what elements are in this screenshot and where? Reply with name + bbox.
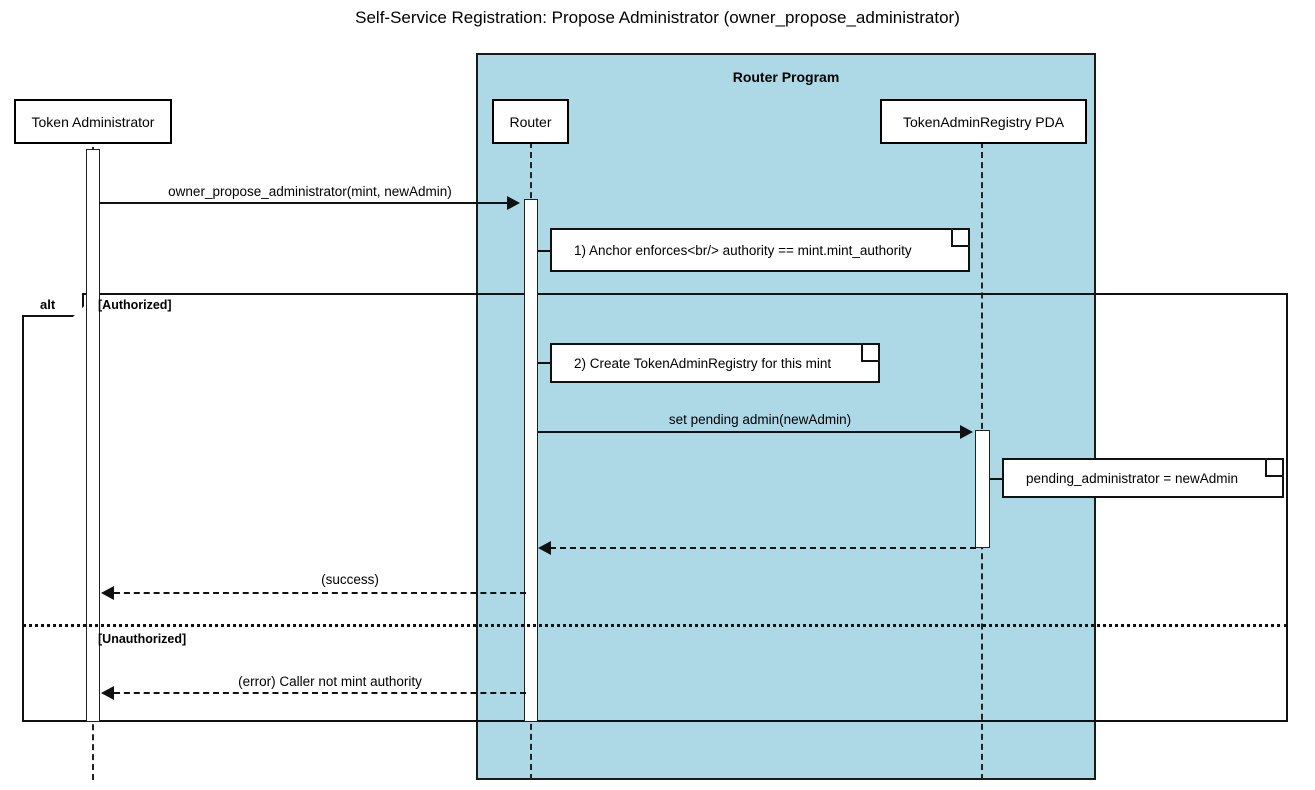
message-arrowhead-1 bbox=[507, 196, 520, 210]
note-fold-corner-icon bbox=[861, 343, 880, 362]
message-arrowhead-4 bbox=[101, 586, 114, 600]
group-box-router-program: Router Program bbox=[476, 53, 1096, 780]
note-fold-corner-icon bbox=[951, 228, 970, 247]
message-label-2: set pending admin(newAdmin) bbox=[668, 412, 852, 427]
note-text-2: 2) Create TokenAdminRegistry for this mi… bbox=[574, 355, 832, 371]
note-text-1: 1) Anchor enforces<br/> authority == min… bbox=[574, 242, 912, 258]
participant-label-tokenadminregistry-pda: TokenAdminRegistry PDA bbox=[902, 113, 1065, 130]
note-connector-2 bbox=[538, 362, 552, 364]
note-pending-administrator: pending_administrator = newAdmin bbox=[1002, 458, 1284, 498]
note-text-3: pending_administrator = newAdmin bbox=[1026, 470, 1238, 486]
note-fold-corner-icon bbox=[1265, 458, 1284, 477]
note-create-tokenadminregistry: 2) Create TokenAdminRegistry for this mi… bbox=[550, 343, 880, 383]
participant-tokenadminregistry-pda[interactable]: TokenAdminRegistry PDA bbox=[880, 99, 1087, 144]
message-arrowhead-3 bbox=[538, 541, 551, 555]
message-label-4: (success) bbox=[321, 572, 379, 587]
message-arrowhead-2 bbox=[960, 425, 973, 439]
alt-fragment-divider bbox=[22, 624, 1288, 627]
message-line-5 bbox=[114, 692, 526, 694]
note-connector-3 bbox=[990, 478, 1004, 480]
activation-router bbox=[524, 199, 538, 722]
note-anchor-enforces: 1) Anchor enforces<br/> authority == min… bbox=[550, 228, 970, 272]
page-title: Self-Service Registration: Propose Admin… bbox=[355, 8, 960, 27]
message-line-2 bbox=[538, 431, 962, 433]
participant-label-router: Router bbox=[509, 113, 552, 130]
alt-condition-unauthorized: [Unauthorized] bbox=[98, 632, 187, 646]
participant-label-token-administrator: Token Administrator bbox=[31, 113, 155, 130]
participant-token-administrator[interactable]: Token Administrator bbox=[14, 99, 172, 144]
message-line-1 bbox=[99, 202, 509, 204]
activation-tokenadminregistry-pda bbox=[975, 430, 990, 548]
note-connector-1 bbox=[538, 250, 552, 252]
group-title-router-program: Router Program bbox=[732, 69, 840, 85]
message-label-5: (error) Caller not mint authority bbox=[238, 674, 422, 689]
message-label-1: owner_propose_administrator(mint, newAdm… bbox=[168, 184, 452, 199]
participant-router[interactable]: Router bbox=[492, 99, 569, 144]
message-line-3 bbox=[550, 547, 976, 549]
alt-fragment-operator-label: alt bbox=[22, 293, 84, 317]
alt-condition-authorized: [Authorized] bbox=[98, 298, 172, 312]
message-arrowhead-5 bbox=[101, 686, 114, 700]
message-line-4 bbox=[114, 592, 526, 594]
alt-operator-text: alt bbox=[40, 296, 56, 312]
